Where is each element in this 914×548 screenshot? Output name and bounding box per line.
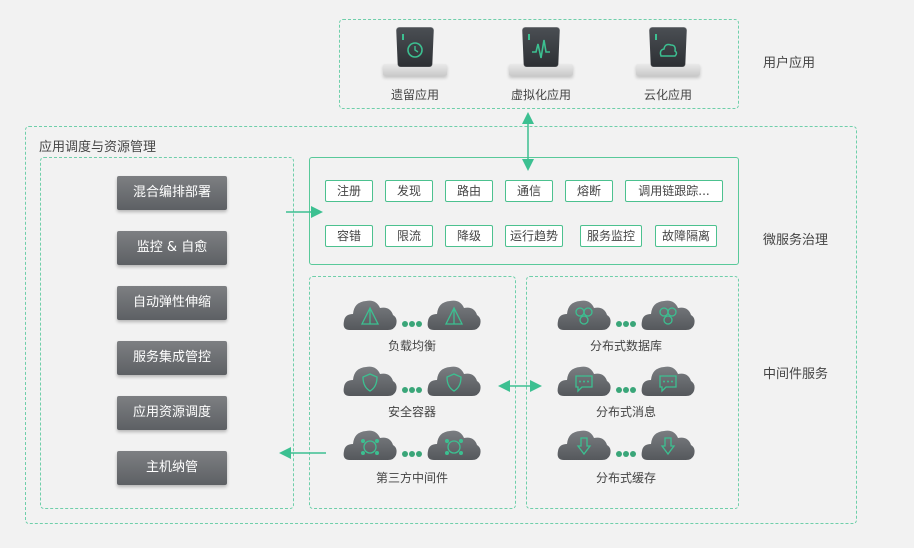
app-cloud[interactable]: 云化应用 xyxy=(628,27,708,103)
pyramid-icon xyxy=(343,300,397,330)
distributed-msg-pair[interactable] xyxy=(556,360,696,404)
app-label: 遗留应用 xyxy=(390,88,439,102)
monitor-heal-button[interactable]: 监控 & 自愈 xyxy=(117,231,227,265)
tag-discover[interactable]: 发现 xyxy=(385,180,433,202)
app-virtualized[interactable]: 虚拟化应用 xyxy=(501,27,581,103)
tag-fault-tolerance[interactable]: 容错 xyxy=(325,225,373,247)
app-label: 虚拟化应用 xyxy=(510,88,571,102)
cache-icon xyxy=(641,430,695,460)
message-icon xyxy=(557,366,611,396)
mw-label: 安全容器 xyxy=(387,405,436,419)
tag-circuit-break[interactable]: 熔断 xyxy=(565,180,613,202)
host-management-button[interactable]: 主机纳管 xyxy=(117,451,227,485)
middleware-label: 中间件服务 xyxy=(763,367,829,382)
cache-icon xyxy=(557,430,611,460)
distributed-db-pair[interactable] xyxy=(556,294,696,338)
scheduling-box xyxy=(25,126,857,524)
tag-register[interactable]: 注册 xyxy=(325,180,373,202)
user-apps-box xyxy=(339,19,739,109)
ellipsis-dots xyxy=(616,378,638,393)
resource-schedule-button[interactable]: 应用资源调度 xyxy=(117,396,227,430)
tag-degrade[interactable]: 降级 xyxy=(445,225,493,247)
mw-label: 第三方中间件 xyxy=(375,471,448,485)
tag-service-monitor[interactable]: 服务监控 xyxy=(580,225,642,247)
scheduling-features-box xyxy=(40,157,294,509)
shield-icon xyxy=(343,366,397,396)
message-icon xyxy=(641,366,695,396)
service-integration-button[interactable]: 服务集成管控 xyxy=(117,341,227,375)
mw-label: 分布式消息 xyxy=(595,405,656,419)
tag-fault-isolation[interactable]: 故障隔离 xyxy=(655,225,717,247)
tag-communicate[interactable]: 通信 xyxy=(505,180,553,202)
pulse-icon xyxy=(501,27,581,80)
third-party-pair[interactable] xyxy=(342,424,482,468)
middleware-right-box xyxy=(526,276,739,509)
tag-run-trend[interactable]: 运行趋势 xyxy=(505,225,563,247)
distributed-cache-pair[interactable] xyxy=(556,424,696,468)
ellipsis-dots xyxy=(616,442,638,457)
tag-rate-limit[interactable]: 限流 xyxy=(385,225,433,247)
microservice-label: 微服务治理 xyxy=(763,233,829,248)
network-icon xyxy=(427,430,481,460)
mw-label: 分布式缓存 xyxy=(595,471,656,485)
app-legacy[interactable]: 遗留应用 xyxy=(375,27,455,103)
cubes-icon xyxy=(641,300,695,330)
load-balance-pair[interactable] xyxy=(342,294,482,338)
shield-icon xyxy=(427,366,481,396)
app-label: 云化应用 xyxy=(643,88,692,102)
network-icon xyxy=(343,430,397,460)
ellipsis-dots xyxy=(402,442,424,457)
ellipsis-dots xyxy=(616,312,638,327)
ellipsis-dots xyxy=(402,312,424,327)
middleware-left-box xyxy=(309,276,516,509)
cubes-icon xyxy=(557,300,611,330)
cloud-icon xyxy=(628,27,708,80)
clock-icon xyxy=(375,27,455,80)
ellipsis-dots xyxy=(402,378,424,393)
scheduling-title: 应用调度与资源管理 xyxy=(39,140,157,155)
user-apps-label: 用户应用 xyxy=(763,56,816,71)
mw-label: 负载均衡 xyxy=(387,339,436,353)
tag-route[interactable]: 路由 xyxy=(445,180,493,202)
autoscale-button[interactable]: 自动弹性伸缩 xyxy=(117,286,227,320)
hybrid-deploy-button[interactable]: 混合编排部署 xyxy=(117,176,227,210)
tag-call-trace[interactable]: 调用链跟踪... xyxy=(625,180,723,202)
pyramid-icon xyxy=(427,300,481,330)
mw-label: 分布式数据库 xyxy=(589,339,662,353)
security-container-pair[interactable] xyxy=(342,360,482,404)
